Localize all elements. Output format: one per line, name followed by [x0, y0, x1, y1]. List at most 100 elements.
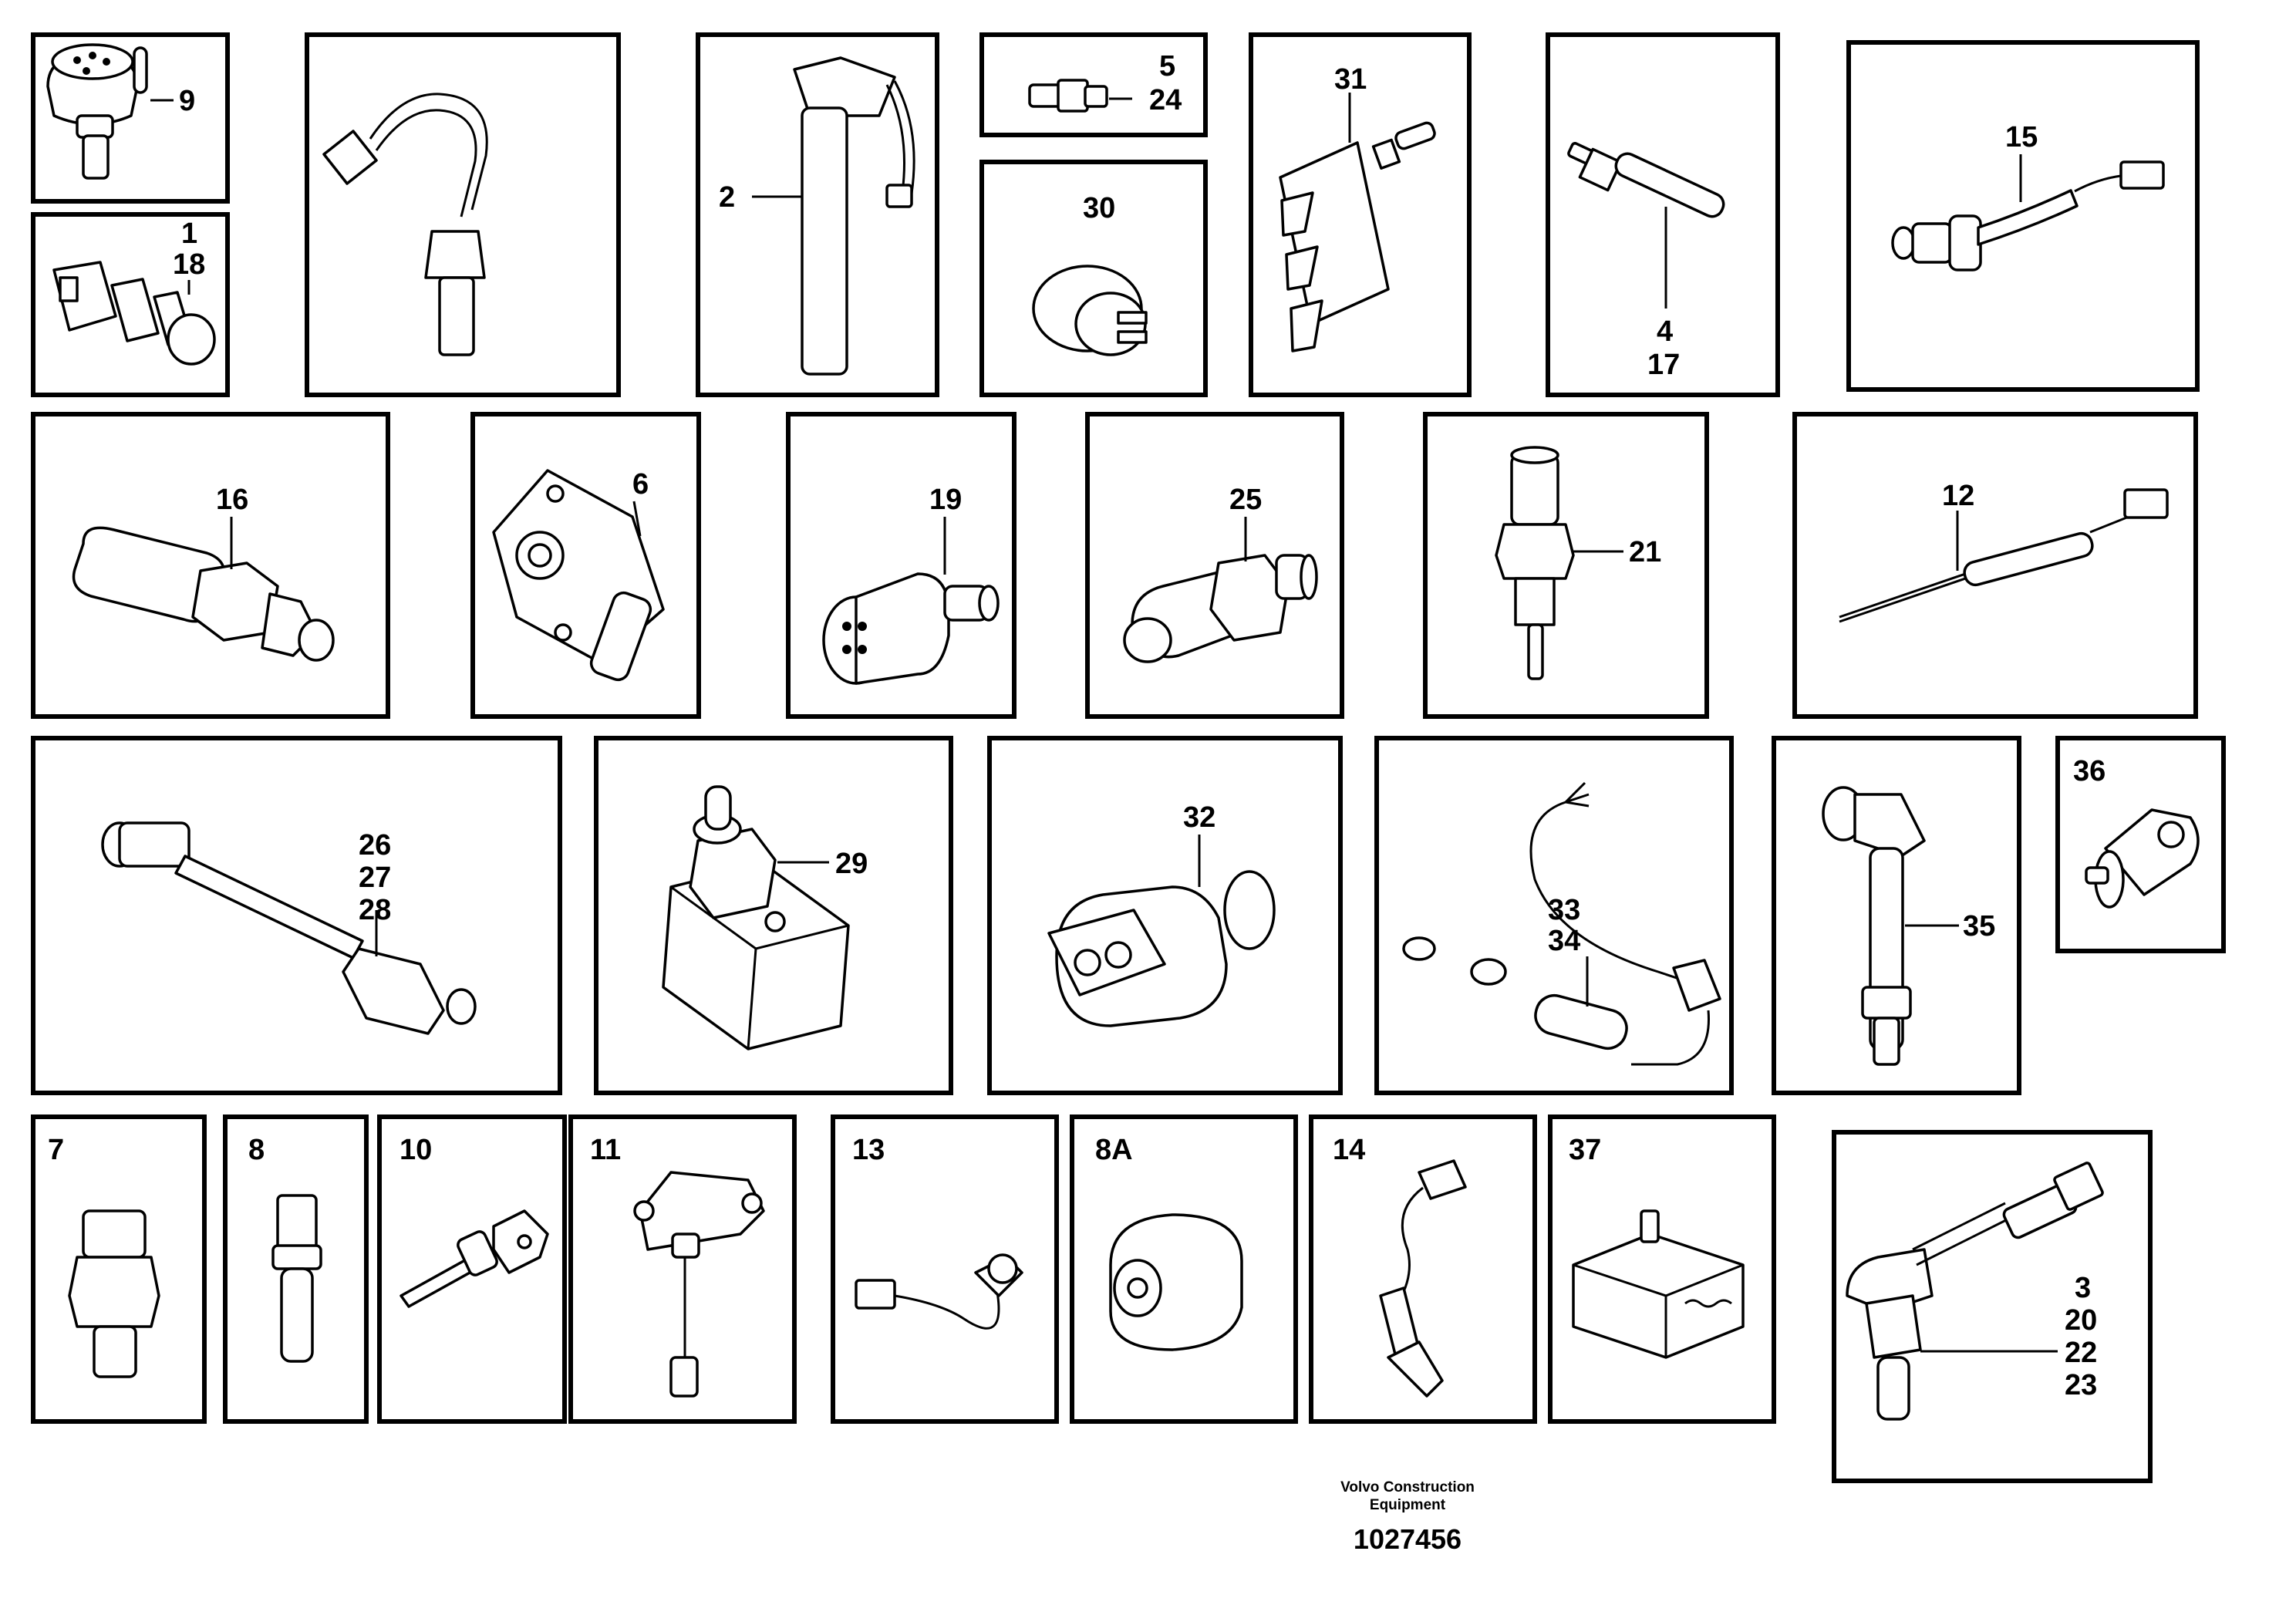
panel-part-4-17: 4 17: [1546, 32, 1780, 397]
sensor-25-illustration: [1123, 554, 1318, 663]
panel-part-21: 21: [1423, 412, 1709, 719]
label-23: 23: [2065, 1369, 2097, 1401]
drawing-number: 1027456: [1354, 1523, 1462, 1555]
label-29: 29: [835, 848, 868, 880]
label-19: 19: [929, 484, 962, 516]
panel-part-32: 32: [987, 736, 1343, 1095]
label-27: 27: [359, 862, 391, 894]
label-31: 31: [1334, 63, 1367, 96]
panel-part-10: 10: [377, 1114, 567, 1424]
throttle-sensor-6-illustration: [492, 469, 665, 682]
panel-part-29: 29: [594, 736, 953, 1095]
label-4: 4: [1657, 315, 1673, 348]
temp-sensor-3-20-22-23-illustration: [1846, 1162, 2104, 1421]
label-11: 11: [590, 1134, 621, 1166]
label-8a: 8A: [1095, 1134, 1133, 1166]
panel-part-5-24: 5 24: [979, 32, 1208, 137]
sensor-36-illustration: [2085, 808, 2200, 909]
label-35: 35: [1963, 910, 1995, 943]
label-13: 13: [852, 1134, 885, 1166]
label-22: 22: [2065, 1337, 2097, 1369]
panel-part-6: 6: [470, 412, 701, 719]
panel-part-14: 14: [1309, 1114, 1537, 1424]
panel-part-19: 19: [786, 412, 1017, 719]
label-7: 7: [48, 1134, 64, 1166]
panel-part-8a: 8A: [1070, 1114, 1298, 1424]
panel-part-35: 35: [1772, 736, 2021, 1095]
label-30: 30: [1083, 192, 1115, 224]
label-9: 9: [179, 85, 195, 117]
sensor-10-illustration: [400, 1209, 549, 1308]
label-25: 25: [1229, 484, 1262, 516]
sensor-8a-illustration: [1109, 1213, 1243, 1351]
label-5: 5: [1159, 50, 1175, 83]
sensor-13-illustration: [855, 1253, 1023, 1330]
sensor-33-34-illustration: [1402, 781, 1721, 1066]
sensor-15-illustration: [1891, 160, 2165, 271]
panel-part-36: 36: [2055, 736, 2226, 953]
label-17: 17: [1647, 349, 1680, 381]
label-16: 16: [216, 484, 248, 516]
label-26: 26: [359, 829, 391, 862]
panel-part-16: 16: [31, 412, 390, 719]
sensor-16-illustration: [72, 526, 335, 662]
panel-part-1-18: 1 18: [31, 212, 230, 397]
panel-part-26-27-28: 26 27 28: [31, 736, 562, 1095]
label-34: 34: [1548, 925, 1580, 957]
sensor-11-illustration: [633, 1171, 765, 1398]
sensor-14-illustration: [1379, 1159, 1467, 1398]
panel-part-33-34: 33 34: [1374, 736, 1734, 1095]
panel-part-15: 15: [1846, 40, 2200, 392]
panel-part-7: 7: [31, 1114, 207, 1424]
label-24: 24: [1149, 84, 1182, 116]
sensor-19-illustration: [822, 572, 1000, 685]
label-14: 14: [1333, 1134, 1365, 1166]
panel-part-9: 9: [31, 32, 230, 204]
label-21: 21: [1629, 536, 1661, 568]
company-line-2: Equipment: [1370, 1497, 1446, 1513]
label-8: 8: [248, 1134, 265, 1166]
panel-part-2: 2: [696, 32, 939, 397]
sensor-8-illustration: [271, 1194, 322, 1363]
label-33: 33: [1548, 894, 1580, 926]
label-20: 20: [2065, 1304, 2097, 1337]
panel-part-31: 31: [1249, 32, 1472, 397]
panel-part-37: 37: [1548, 1114, 1776, 1424]
footer: Volvo Construction Equipment 1027456: [1340, 1479, 1475, 1555]
panel-wired-temperature-sensor: [305, 32, 621, 397]
cable-sensor-26-28-illustration: [101, 821, 477, 1035]
company-line-1: Volvo Construction: [1340, 1479, 1475, 1496]
sensor-5-24-illustration: [1028, 79, 1108, 113]
switch-31-illustration: [1279, 121, 1436, 352]
label-28: 28: [359, 894, 391, 926]
wired-sensor-illustration: [322, 93, 488, 356]
sensor-21-illustration: [1495, 446, 1575, 680]
switch-29-illustration: [662, 785, 850, 1050]
label-3: 3: [2075, 1272, 2091, 1304]
label-1: 1: [181, 218, 197, 250]
sensor-7-illustration: [68, 1209, 160, 1378]
label-36: 36: [2073, 755, 2106, 787]
label-2: 2: [719, 181, 735, 214]
temp-sender-4-17-illustration: [1567, 142, 1725, 218]
probe-12-illustration: [1839, 488, 2169, 623]
sensor-1-18-illustration: [52, 261, 216, 366]
label-12: 12: [1942, 480, 1974, 512]
sensor-35-illustration: [1822, 786, 1926, 1066]
panel-part-25: 25: [1085, 412, 1344, 719]
panel-part-12: 12: [1792, 412, 2198, 719]
label-18: 18: [173, 248, 205, 281]
panel-part-3-20-22-23: 3 20 22 23: [1832, 1130, 2153, 1483]
label-10: 10: [400, 1134, 432, 1166]
label-32: 32: [1183, 801, 1215, 834]
panel-part-8: 8: [223, 1114, 369, 1424]
sensor-30-illustration: [1032, 265, 1148, 356]
level-sensor-2-illustration: [793, 56, 915, 376]
sensor-9-illustration: [46, 43, 148, 180]
label-15: 15: [2005, 121, 2038, 153]
panel-part-11: 11: [568, 1114, 797, 1424]
panel-part-30: 30: [979, 160, 1208, 397]
label-37: 37: [1569, 1134, 1601, 1166]
label-6: 6: [632, 468, 649, 501]
